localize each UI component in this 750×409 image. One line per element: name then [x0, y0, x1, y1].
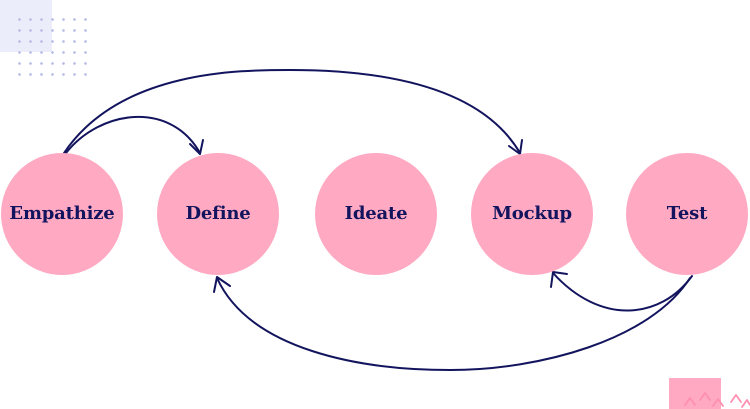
node-define-label: Define	[185, 203, 251, 224]
decorative-dot-grid	[14, 14, 90, 84]
node-mockup: Mockup	[471, 153, 593, 275]
node-mockup-label: Mockup	[492, 203, 572, 224]
arrow-test-to-define	[216, 277, 691, 371]
node-ideate-label: Ideate	[344, 203, 408, 224]
arrowhead-mockup-bottom	[550, 271, 568, 288]
node-empathize-label: Empathize	[9, 203, 115, 224]
arrow-empathize-to-define	[65, 116, 201, 154]
node-empathize: Empathize	[1, 153, 123, 275]
node-define: Define	[157, 153, 279, 275]
node-ideate: Ideate	[315, 153, 437, 275]
arrowhead-define	[189, 139, 204, 155]
arrowhead-define-bottom	[213, 276, 231, 293]
node-test-label: Test	[666, 203, 708, 224]
node-test: Test	[626, 153, 748, 275]
arrow-test-to-mockup	[552, 272, 693, 312]
decorative-chevrons	[684, 392, 750, 408]
arrow-empathize-to-mockup	[63, 69, 521, 154]
